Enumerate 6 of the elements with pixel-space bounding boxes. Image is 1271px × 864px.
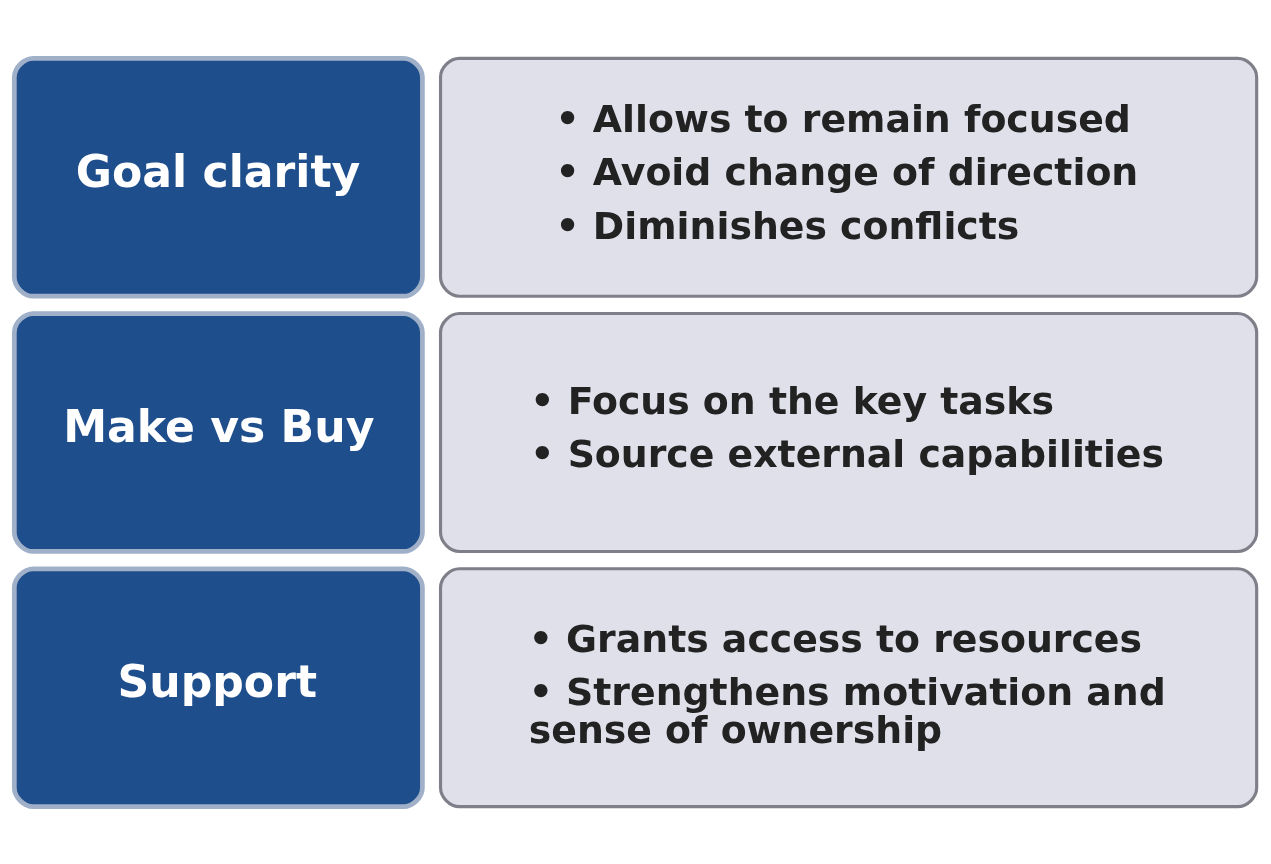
node-box: • Grants access to resources • Strengthens motivation and sense of ownership (438, 566, 1259, 808)
node-box: • Focus on the key tasks • Source external capabilities (438, 311, 1259, 553)
node-box: Support (11, 565, 425, 809)
node-box: Goal clarity (11, 55, 425, 299)
node-box: Make vs Buy (11, 310, 425, 554)
node-box: • Allows to remain focused • Avoid change of direction • Diminishes conflicts (438, 56, 1259, 298)
